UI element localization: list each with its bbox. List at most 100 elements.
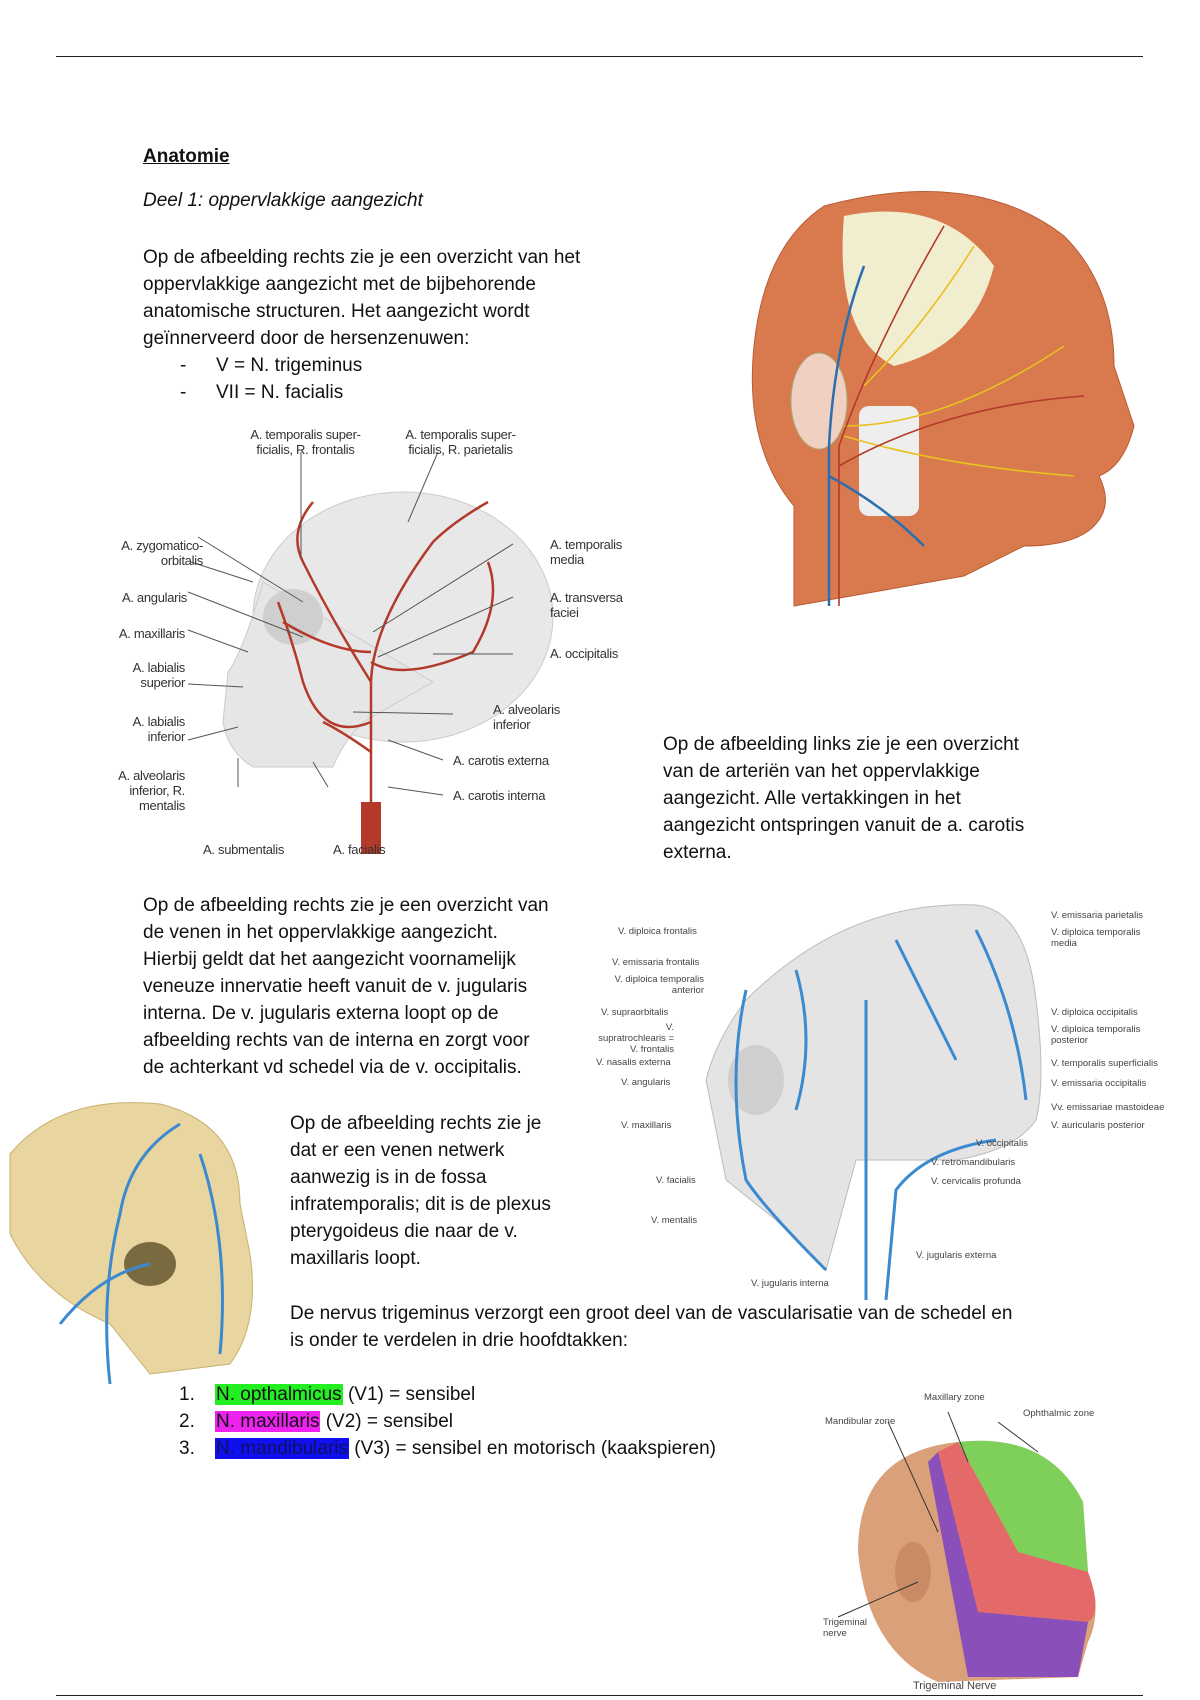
- label-v-diploica-temporalis-anterior: V. diploica temporalis anterior: [614, 974, 704, 996]
- line: infratemporalis; dit is de plexus: [290, 1194, 551, 1215]
- label-v-mentalis: V. mentalis: [651, 1215, 698, 1226]
- skull-veins-illustration: [705, 904, 1042, 1301]
- line: Op de afbeelding rechts zie je: [290, 1113, 542, 1134]
- line: is onder te verdelen in drie hoofdtakken…: [290, 1330, 628, 1351]
- label-v-occipitalis: V. occipitalis: [976, 1138, 1028, 1149]
- label-v-jugularis-externa: V. jugularis externa: [916, 1250, 997, 1261]
- highlighted-name: N. maxillaris: [215, 1411, 321, 1432]
- line: de achterkant vd schedel via de v. occip…: [143, 1057, 522, 1078]
- label-v-emissaria-parietalis: V. emissaria parietalis: [1051, 910, 1144, 921]
- item-text: (V1) = sensibel: [347, 1384, 476, 1405]
- item-text: (V3) = sensibel en motorisch (kaakspiere…: [354, 1438, 716, 1459]
- line: de venen in het oppervlakkige aangezicht…: [143, 922, 498, 943]
- label-v-auricularis-posterior: V. auricularis posterior: [1051, 1120, 1145, 1131]
- artery-figure: A. temporalis super- ficialis, R. fronta…: [103, 422, 639, 862]
- skull-arteries-illustration: [187, 451, 554, 854]
- line: pterygoideus die naar de v.: [290, 1221, 518, 1242]
- item-text: V = N. trigeminus: [216, 355, 363, 376]
- label-v-diploica-temporalis-media: V. diploica temporalis media: [1051, 927, 1141, 949]
- top-rule: [56, 56, 1143, 57]
- list-item: 2. N. maxillaris (V2) = sensibel: [179, 1408, 716, 1435]
- label-ophthalmic-zone: Ophthalmic zone: [1023, 1408, 1095, 1419]
- vein-figure: V. diploica frontalis V. emissaria front…: [596, 880, 1200, 1301]
- label-alveolaris-mentalis: A. alveolaris inferior, R. mentalis: [118, 768, 185, 813]
- line: van de arteriën van het oppervlakkige: [663, 761, 980, 782]
- item-number: 1.: [179, 1384, 195, 1405]
- line: veneuze innervatie heeft vanuit de v. ju…: [143, 976, 528, 997]
- bullet: -: [180, 382, 187, 403]
- label-angularis: A. angularis: [121, 590, 187, 605]
- line: geïnnerveerd door de hersenzenuwen:: [143, 328, 470, 349]
- section-subtitle: Deel 1: oppervlakkige aangezicht: [143, 190, 423, 211]
- label-v-emissaria-frontalis: V. emissaria frontalis: [612, 957, 700, 968]
- label-facialis: A. facialis: [333, 842, 386, 857]
- highlighted-name: N. mandibularis: [215, 1438, 349, 1459]
- plexus-paragraph: Op de afbeelding rechts zie je dat er ee…: [290, 1110, 551, 1272]
- label-v-retromandibularis: V. retromandibularis: [931, 1157, 1016, 1168]
- list-item: - VII = N. facialis: [180, 379, 362, 406]
- label-v-angularis: V. angularis: [621, 1077, 671, 1088]
- item-number: 2.: [179, 1411, 195, 1432]
- label-v-diploica-occipitalis: V. diploica occipitalis: [1051, 1007, 1138, 1018]
- label-vv-emissariae-mastoideae: Vv. emissariae mastoideae: [1051, 1102, 1165, 1113]
- label-occipitalis: A. occipitalis: [550, 646, 619, 661]
- pterygoid-plexus-figure: [0, 1094, 265, 1386]
- label-zygomatico-orbitalis: A. zygomatico- orbitalis: [121, 538, 203, 568]
- label-v-jugularis-interna: V. jugularis interna: [751, 1278, 829, 1289]
- label-v-diploica-temporalis-posterior: V. diploica temporalis posterior: [1051, 1024, 1141, 1046]
- line: De nervus trigeminus verzorgt een groot …: [290, 1303, 1013, 1324]
- list-item: 3. N. mandibularis (V3) = sensibel en mot…: [179, 1435, 716, 1462]
- label-v-nasalis-externa: V. nasalis externa: [596, 1057, 671, 1068]
- label-v-maxillaris: V. maxillaris: [621, 1120, 672, 1131]
- line: oppervlakkige aangezicht met de bijbehor…: [143, 274, 536, 295]
- line: externa.: [663, 842, 732, 863]
- label-submentalis: A. submentalis: [203, 842, 285, 857]
- trigeminal-zones-figure: Maxillary zone Ophthalmic zone Mandibula…: [818, 1392, 1118, 1692]
- arteries-paragraph: Op de afbeelding links zie je een overzi…: [663, 731, 1024, 866]
- line: dat er een venen netwerk: [290, 1140, 505, 1161]
- line: anatomische structuren. Het aangezicht w…: [143, 301, 530, 322]
- label-temporalis-frontalis: A. temporalis super- ficialis, R. fronta…: [250, 427, 361, 457]
- label-v-diploica-frontalis: V. diploica frontalis: [618, 926, 697, 937]
- label-v-supraorbitalis: V. supraorbitalis: [601, 1007, 669, 1018]
- skull-plexus-illustration: [9, 1102, 253, 1385]
- label-v-cervicalis-profunda: V. cervicalis profunda: [931, 1176, 1021, 1187]
- line: maxillaris loopt.: [290, 1248, 421, 1269]
- branches-list: 1. N. opthalmicus (V1) = sensibel 2. N. ma…: [179, 1381, 716, 1462]
- bottom-rule: [56, 1695, 1143, 1696]
- label-temporalis-parietalis: A. temporalis super- ficialis, R. pariet…: [405, 427, 516, 457]
- line: Op de afbeelding rechts zie je een overz…: [143, 895, 549, 916]
- trigeminus-paragraph: De nervus trigeminus verzorgt een groot …: [290, 1300, 1012, 1354]
- page-title: Anatomie: [143, 146, 230, 167]
- label-v-emissaria-occipitalis: V. emissaria occipitalis: [1051, 1078, 1147, 1089]
- item-text: (V2) = sensibel: [325, 1411, 453, 1432]
- item-number: 3.: [179, 1438, 195, 1459]
- line: aanwezig is in de fossa: [290, 1167, 487, 1188]
- line: Op de afbeelding links zie je een overzi…: [663, 734, 1019, 755]
- veins-paragraph: Op de afbeelding rechts zie je een overz…: [143, 892, 549, 1081]
- line: afbeelding rechts van de interna en zorg…: [143, 1030, 530, 1051]
- intro-paragraph: Op de afbeelding rechts zie je een overz…: [143, 244, 580, 352]
- label-labialis-superior: A. labialis superior: [132, 660, 186, 690]
- line: interna. De v. jugularis externa loopt o…: [143, 1003, 499, 1024]
- bullet: -: [180, 355, 187, 376]
- label-carotis-interna: A. carotis interna: [453, 788, 546, 803]
- label-maxillaris: A. maxillaris: [118, 626, 185, 641]
- line: Hierbij geldt dat het aangezicht voornam…: [143, 949, 516, 970]
- label-temporalis-media: A. temporalis media: [550, 537, 622, 567]
- figure-caption: Trigeminal Nerve: [913, 1680, 997, 1692]
- label-v-temporalis-superficialis: V. temporalis superficialis: [1051, 1058, 1158, 1069]
- label-alveolaris-inferior: A. alveolaris inferior: [493, 702, 560, 732]
- head-zones-illustration: [837, 1411, 1096, 1682]
- superficial-face-illustration: [751, 190, 1135, 607]
- highlighted-name: N. opthalmicus: [215, 1384, 343, 1405]
- label-trigeminal-nerve: Trigeminal nerve: [823, 1617, 867, 1639]
- line: aangezicht ontspringen vanuit de a. caro…: [663, 815, 1025, 836]
- label-v-facialis: V. facialis: [656, 1175, 696, 1186]
- head-muscles-nerves-figure: [644, 146, 1197, 699]
- label-carotis-externa: A. carotis externa: [453, 753, 549, 768]
- label-maxillary-zone: Maxillary zone: [924, 1392, 985, 1403]
- line: Op de afbeelding rechts zie je een overz…: [143, 247, 581, 268]
- item-text: VII = N. facialis: [216, 382, 344, 403]
- label-v-supratrochlearis: V. supratrochlearis = V. frontalis: [598, 1022, 674, 1055]
